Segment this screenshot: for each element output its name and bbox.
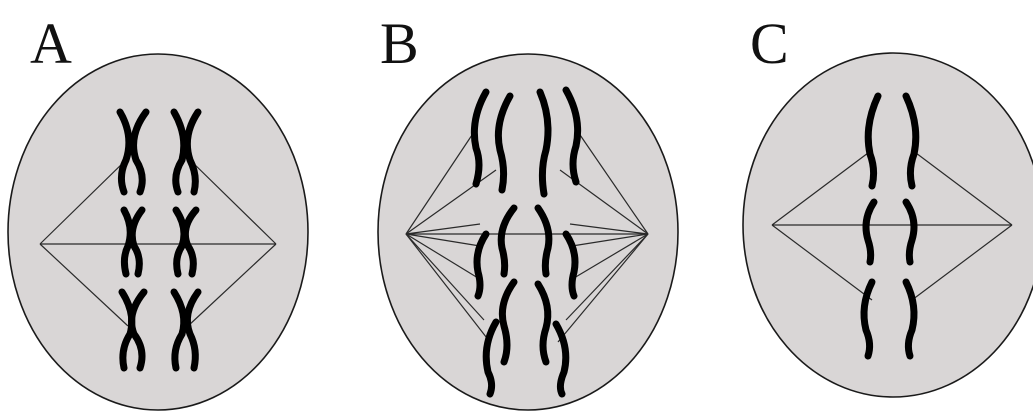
panel-b: B [378,11,678,410]
panel-c: C [743,11,1033,397]
panel-c-label: C [750,11,789,76]
panel-a-label: A [30,11,72,76]
panel-b-label: B [380,11,419,76]
panel-a: A [8,11,308,410]
